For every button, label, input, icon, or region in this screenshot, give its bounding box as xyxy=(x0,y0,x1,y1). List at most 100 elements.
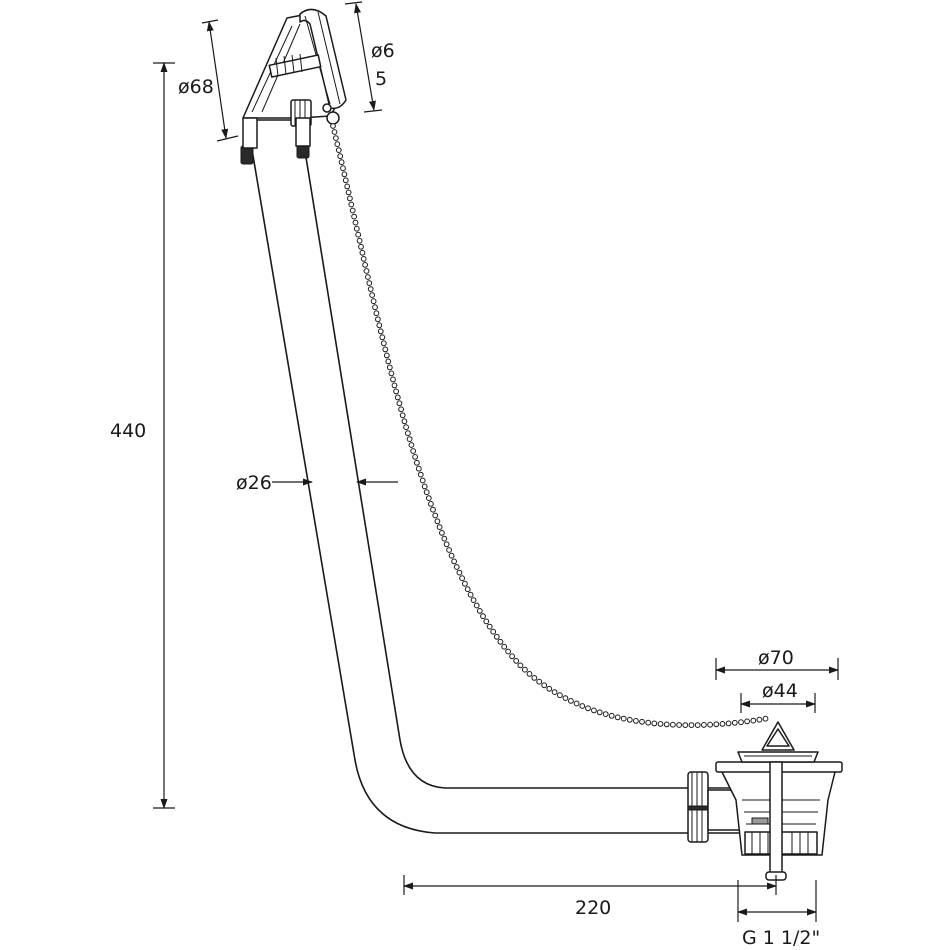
chain-bead xyxy=(345,189,352,196)
chain-bead xyxy=(470,597,477,603)
chain-bead xyxy=(365,274,371,280)
chain-bead xyxy=(436,524,443,530)
chain-bead xyxy=(750,717,757,724)
chain-bead xyxy=(410,448,417,454)
chain-bead xyxy=(379,334,386,341)
chain-bead xyxy=(439,530,445,536)
horizontal-length-label: 220 xyxy=(575,897,611,919)
chain-bead xyxy=(744,718,750,725)
chain-bead xyxy=(713,721,720,728)
chain-bead xyxy=(626,716,633,723)
chain-bead xyxy=(428,501,434,507)
chain-bead xyxy=(462,580,468,587)
dimension-horizontal-length: 220 xyxy=(403,875,777,919)
chain-bead xyxy=(367,286,374,293)
chain-bead xyxy=(423,489,430,496)
chain-bead xyxy=(408,442,415,448)
chain-bead xyxy=(358,243,364,250)
thread-size-label: G 1 1/2" xyxy=(742,927,820,949)
chain-bead xyxy=(608,712,615,719)
chain-bead xyxy=(441,535,448,542)
chain-bead xyxy=(651,720,658,727)
chain-bead xyxy=(399,412,406,419)
chain-bead xyxy=(355,231,362,238)
chain-bead xyxy=(388,370,395,377)
chain-bead xyxy=(363,268,370,274)
chain-bead xyxy=(421,483,428,490)
chain-bead xyxy=(453,564,460,570)
chain-bead xyxy=(344,183,351,190)
chain-bead xyxy=(394,394,401,401)
chain-bead xyxy=(459,575,466,582)
chain-bead xyxy=(349,207,356,214)
chain-bead xyxy=(513,658,520,664)
dimension-overall-height: 440 xyxy=(110,62,175,809)
chain-bead xyxy=(596,709,603,716)
chain-bead xyxy=(497,638,504,645)
chain-bead xyxy=(456,569,463,576)
chain-bead xyxy=(707,721,713,728)
chain-bead xyxy=(359,249,366,256)
chain-bead xyxy=(657,721,664,727)
chain-bead xyxy=(645,719,652,726)
chain-bead xyxy=(352,219,359,226)
chain-bead xyxy=(377,328,384,335)
chain-bead xyxy=(731,719,738,726)
dimension-thread-size: G 1 1/2" xyxy=(737,880,820,949)
chain-bead xyxy=(338,159,345,166)
chain-bead xyxy=(372,304,378,311)
chain-bead xyxy=(385,358,392,365)
chain-bead xyxy=(591,707,597,714)
chain-bead xyxy=(602,711,609,717)
chain-bead xyxy=(432,512,439,519)
chain-bead xyxy=(331,129,338,135)
chain-bead xyxy=(579,703,586,709)
chain-bead xyxy=(551,689,558,695)
overflow-head xyxy=(240,8,347,165)
chain-bead xyxy=(333,135,339,142)
chain-bead xyxy=(725,720,732,727)
chain-bead xyxy=(541,682,548,689)
chain-bead xyxy=(546,685,553,692)
chain-bead xyxy=(448,552,455,559)
chain-bead xyxy=(366,280,373,287)
chain-bead xyxy=(406,436,413,443)
chain-bead xyxy=(682,722,689,728)
chain-bead xyxy=(401,418,408,425)
chain-bead xyxy=(738,719,744,726)
chain-bead xyxy=(464,586,471,593)
chain-bead xyxy=(348,201,355,208)
chain-bead xyxy=(383,352,390,359)
waste-fitting xyxy=(687,721,843,881)
chain-bead xyxy=(557,692,563,699)
chain-bead xyxy=(347,195,353,202)
chain-bead xyxy=(375,316,381,323)
chain-bead xyxy=(467,591,474,598)
chain-bead xyxy=(386,364,393,371)
chain-bead xyxy=(341,171,348,178)
chain-bead xyxy=(694,722,701,728)
chain-bead xyxy=(568,698,574,704)
chain-bead xyxy=(373,310,380,317)
dimension-waste-outer: ø70 xyxy=(715,647,839,680)
chain-bead xyxy=(356,237,363,244)
chain-bead xyxy=(376,322,383,329)
overall-height-label: 440 xyxy=(110,420,146,442)
chain-bead xyxy=(370,298,377,305)
chain-bead xyxy=(340,165,346,172)
chain-bead xyxy=(405,430,411,437)
chain-bead xyxy=(639,718,645,725)
chain-bead xyxy=(483,618,490,625)
chain-bead xyxy=(414,459,420,466)
chain-bead xyxy=(425,495,432,502)
chain-bead xyxy=(486,623,493,630)
chain-bead xyxy=(396,400,403,407)
chain-bead xyxy=(476,608,483,614)
chain-bead xyxy=(620,715,627,722)
chain-bead xyxy=(633,718,639,724)
dimension-overflow-diameter: ø68 xyxy=(178,19,239,142)
chain-bead xyxy=(446,547,453,553)
chain-bead xyxy=(688,722,695,728)
chain-bead xyxy=(419,477,426,484)
